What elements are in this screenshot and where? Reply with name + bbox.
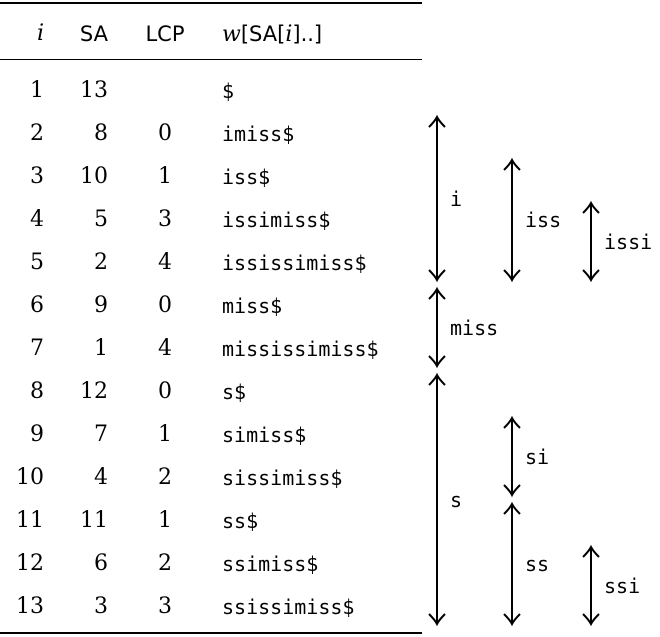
row-suffix: $: [222, 79, 235, 103]
interval-label-si: si: [525, 445, 550, 469]
row-lcp: 4: [158, 250, 172, 275]
row-index: 9: [30, 422, 44, 447]
row-sa: 3: [94, 594, 108, 619]
row-suffix: ssissimiss$: [222, 595, 355, 619]
row-index: 8: [30, 379, 44, 404]
row-suffix: ississimiss$: [222, 251, 367, 275]
row-index: 5: [30, 250, 44, 275]
row-lcp: 3: [158, 207, 172, 232]
interval-arrow-head-down: [582, 269, 600, 283]
interval-arrow-s: [428, 372, 446, 627]
interval-label-iss: iss: [525, 208, 562, 232]
interval-arrow-head-down: [503, 484, 521, 498]
header-i: i: [36, 21, 44, 46]
row-lcp: 0: [158, 121, 172, 146]
interval-arrow-head-down: [428, 269, 446, 283]
header-w: w: [222, 22, 241, 47]
row-sa: 4: [94, 465, 108, 490]
interval-arrow-iss: [503, 157, 521, 283]
row-suffix: imiss$: [222, 122, 295, 146]
interval-arrow-si: [503, 415, 521, 498]
row-suffix: sissimiss$: [222, 466, 343, 490]
interval-arrow-i: [428, 114, 446, 283]
header-sa: SA: [79, 22, 108, 46]
row-sa: 6: [94, 551, 108, 576]
row-lcp: 1: [158, 508, 172, 533]
row-lcp: 4: [158, 336, 172, 361]
interval-arrow-head-up: [503, 157, 521, 171]
row-sa: 8: [94, 121, 108, 146]
row-suffix: s$: [222, 380, 247, 404]
row-sa: 1: [94, 336, 108, 361]
interval-arrow-head-down: [503, 269, 521, 283]
interval-arrow-head-down: [582, 613, 600, 627]
interval-arrow-head-up: [582, 544, 600, 558]
header-close: ]..]: [292, 22, 323, 46]
row-index: 2: [30, 121, 44, 146]
interval-arrow-head-up: [428, 372, 446, 386]
row-sa: 11: [80, 508, 108, 533]
row-sa: 7: [94, 422, 108, 447]
row-index: 12: [16, 551, 44, 576]
row-index: 13: [16, 594, 44, 619]
interval-arrow-head-up: [428, 114, 446, 128]
interval-label-i: i: [450, 187, 463, 211]
interval-label-s: s: [450, 488, 463, 512]
row-index: 4: [30, 207, 44, 232]
row-suffix: mississimiss$: [222, 337, 379, 361]
row-sa: 2: [94, 250, 108, 275]
row-lcp: 1: [158, 422, 172, 447]
row-index: 7: [30, 336, 44, 361]
interval-label-issi: issi: [604, 230, 653, 254]
interval-arrow-head-down: [503, 613, 521, 627]
row-sa: 5: [94, 207, 108, 232]
table-top-rule: [0, 2, 422, 4]
row-index: 6: [30, 293, 44, 318]
interval-arrow-head-up: [428, 286, 446, 300]
interval-arrow-ssi: [582, 544, 600, 627]
row-sa: 13: [80, 78, 108, 103]
row-suffix: issimiss$: [222, 208, 331, 232]
row-lcp: 2: [158, 465, 172, 490]
row-index: 1: [30, 78, 44, 103]
row-sa: 12: [80, 379, 108, 404]
row-suffix: ssimiss$: [222, 552, 319, 576]
row-lcp: 3: [158, 594, 172, 619]
interval-arrow-issi: [582, 200, 600, 283]
row-suffix: simiss$: [222, 423, 307, 447]
row-lcp: 0: [158, 293, 172, 318]
interval-label-ssi: ssi: [604, 574, 641, 598]
interval-arrow-head-up: [582, 200, 600, 214]
row-suffix: miss$: [222, 294, 283, 318]
interval-arrow-head-down: [428, 355, 446, 369]
interval-label-miss: miss: [450, 316, 499, 340]
row-index: 3: [30, 164, 44, 189]
row-index: 11: [16, 508, 44, 533]
header-sa-open: [SA[: [240, 22, 286, 46]
row-lcp: 1: [158, 164, 172, 189]
interval-label-ss: ss: [525, 552, 550, 576]
row-lcp: 2: [158, 551, 172, 576]
interval-arrow-head-up: [503, 415, 521, 429]
table-bottom-rule: [0, 632, 422, 634]
row-sa: 10: [80, 164, 108, 189]
header-lcp: LCP: [145, 22, 185, 46]
header-i-var: i: [285, 22, 293, 47]
row-suffix: ss$: [222, 509, 259, 533]
interval-arrow-ss: [503, 501, 521, 627]
interval-arrow-head-down: [428, 613, 446, 627]
interval-arrow-miss: [428, 286, 446, 369]
row-suffix: iss$: [222, 165, 271, 189]
row-lcp: 0: [158, 379, 172, 404]
interval-arrow-head-up: [503, 501, 521, 515]
row-sa: 9: [94, 293, 108, 318]
table-header-rule: [0, 59, 422, 60]
row-index: 10: [16, 465, 44, 490]
header-suffix: w[SA[i]..]: [222, 16, 322, 52]
